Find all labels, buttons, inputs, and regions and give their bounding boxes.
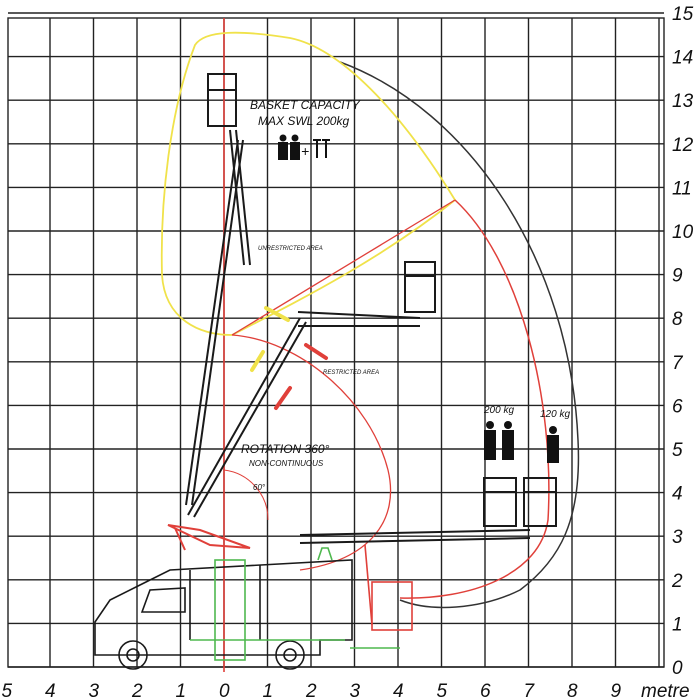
x-tick-label: 2 (131, 681, 143, 700)
x-axis-ticks: 5 4 3 2 1 0 1 2 3 4 5 6 7 8 9 (2, 681, 622, 700)
y-tick-label: 0 (672, 658, 683, 679)
y-tick-label: 12 (672, 135, 694, 156)
x-tick-label: 0 (219, 681, 230, 700)
y-tick-label: 5 (672, 440, 683, 461)
y-tick-label: 14 (672, 48, 693, 69)
x-tick-label: 9 (611, 681, 622, 700)
x-tick-label: 4 (393, 681, 404, 700)
y-tick-label: 10 (672, 222, 694, 243)
y-tick-label: 8 (672, 309, 683, 330)
max-swl-label: MAX SWL 200kg (258, 114, 349, 128)
y-tick-label: 1 (672, 614, 683, 635)
person-icon (484, 421, 559, 463)
restricted-inner-arc (231, 334, 392, 571)
red-outrigger (364, 544, 413, 631)
unrestricted-area-label: UNRESTRICTED AREA (258, 246, 323, 252)
rotation-label: ROTATION 360° (241, 442, 330, 456)
x-tick-label: 3 (350, 681, 361, 700)
restricted-envelope (399, 199, 550, 599)
x-tick-label: 8 (567, 681, 578, 700)
y-tick-label: 3 (672, 527, 683, 548)
boom-high (185, 73, 251, 506)
vehicle (94, 559, 353, 670)
restricted-boundary-line (231, 199, 456, 336)
angle-arc (223, 469, 269, 521)
x-tick-label: 1 (263, 681, 274, 700)
person-icon (278, 134, 300, 160)
boom-mid (187, 261, 436, 518)
y-tick-label: 9 (672, 266, 683, 287)
restricted-area-label: RESTRICTED AREA (323, 370, 379, 376)
plus-sign: + (301, 143, 309, 159)
x-tick-label: 3 (89, 681, 100, 700)
x-tick-label: 2 (305, 681, 317, 700)
x-tick-label: 5 (2, 681, 13, 700)
y-tick-label: 11 (672, 178, 692, 199)
x-axis-unit: metre (641, 681, 690, 700)
y-tick-label: 4 (672, 484, 683, 505)
grid (7, 12, 665, 668)
turret (167, 524, 251, 551)
green-chassis (190, 547, 400, 661)
direction-arrows (250, 306, 328, 410)
outer-envelope (339, 61, 580, 609)
x-tick-label: 7 (524, 681, 536, 700)
y-tick-label: 6 (672, 396, 683, 417)
y-tick-label: 2 (671, 571, 683, 592)
y-tick-label: 15 (672, 4, 694, 25)
x-tick-label: 6 (480, 681, 491, 700)
non-continuous-label: NON-CONTINUOUS (249, 459, 324, 468)
boom-low (299, 477, 557, 544)
basket-capacity-label: BASKET CAPACITY (250, 98, 361, 112)
y-tick-label: 13 (672, 91, 694, 112)
load-120-label: 120 kg (540, 409, 570, 420)
angle-label: 60° (253, 483, 266, 492)
x-tick-label: 5 (437, 681, 448, 700)
load-200-label: 200 kg (483, 405, 514, 416)
unrestricted-envelope (160, 31, 457, 336)
wrench-icon (313, 139, 330, 158)
x-tick-label: 4 (45, 681, 56, 700)
x-tick-label: 1 (176, 681, 187, 700)
grid-border (7, 17, 665, 668)
y-tick-label: 7 (672, 353, 684, 374)
